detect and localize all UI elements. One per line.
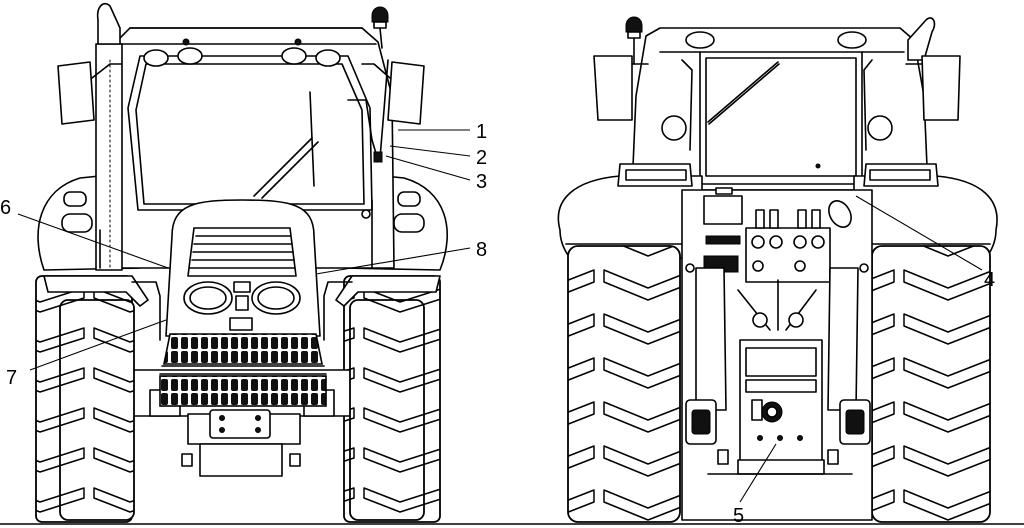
- work-light: [281, 47, 307, 65]
- callout-4: 4: [984, 269, 995, 291]
- rear-body: [681, 187, 873, 521]
- leader-5: [739, 443, 777, 503]
- rear-wiper: [707, 61, 779, 123]
- beacon-light: [371, 6, 389, 49]
- fender-lights: [61, 191, 425, 233]
- leader-6: [17, 213, 169, 269]
- work-light: [177, 47, 203, 65]
- rear-lamp-right: [863, 163, 939, 187]
- hood: [165, 199, 321, 337]
- callout-leaders: [17, 129, 983, 503]
- front-wheel-right: [349, 299, 425, 521]
- leader-4: [855, 195, 983, 271]
- work-light: [685, 31, 715, 49]
- work-light: [837, 31, 867, 49]
- work-light: [143, 49, 169, 67]
- callout-8: 8: [476, 239, 487, 261]
- front-wheel-mudguard-right: [335, 275, 441, 307]
- callout-2: 2: [476, 147, 487, 169]
- wiper-arm: [253, 137, 313, 197]
- callout-1: 1: [476, 121, 487, 143]
- lift-arm-left: [695, 267, 727, 411]
- leader-2: [389, 145, 471, 157]
- callout-6: 6: [0, 197, 11, 219]
- front-view-cab: [111, 27, 395, 269]
- callout-labels: 1 2 3 4 5 6 7 8: [0, 121, 995, 527]
- leader-8: [315, 247, 471, 275]
- rear-view-exhaust: [907, 17, 936, 61]
- callout-3: 3: [476, 171, 487, 193]
- toolbox: [703, 195, 743, 225]
- rear-view-cab: [631, 27, 929, 191]
- front-weights: [159, 333, 327, 407]
- tractor-rear-view: [557, 16, 998, 523]
- tractor-front-view: [35, 2, 448, 523]
- rear-mirror-left: [593, 55, 633, 121]
- callout-7: 7: [6, 367, 17, 389]
- work-light: [315, 49, 341, 67]
- rear-wheel-right: [871, 245, 991, 523]
- callout-5: 5: [733, 505, 744, 527]
- leader-3: [385, 155, 471, 181]
- work-light: [661, 115, 687, 141]
- front-wheel-mudguard-left: [43, 275, 149, 307]
- exhaust-stack: [95, 2, 123, 271]
- mirror-left: [57, 61, 123, 125]
- rear-wheel-left: [567, 245, 681, 523]
- work-light: [867, 115, 893, 141]
- rear-view-beacon: [625, 16, 643, 65]
- front-wheel-left: [59, 299, 135, 521]
- lift-arm-right: [827, 267, 859, 411]
- rear-lamp-left: [617, 163, 693, 187]
- rear-mirror-right: [921, 55, 961, 121]
- mirror-right: [361, 61, 425, 125]
- leader-7: [29, 319, 167, 371]
- wiper-blade: [309, 91, 315, 187]
